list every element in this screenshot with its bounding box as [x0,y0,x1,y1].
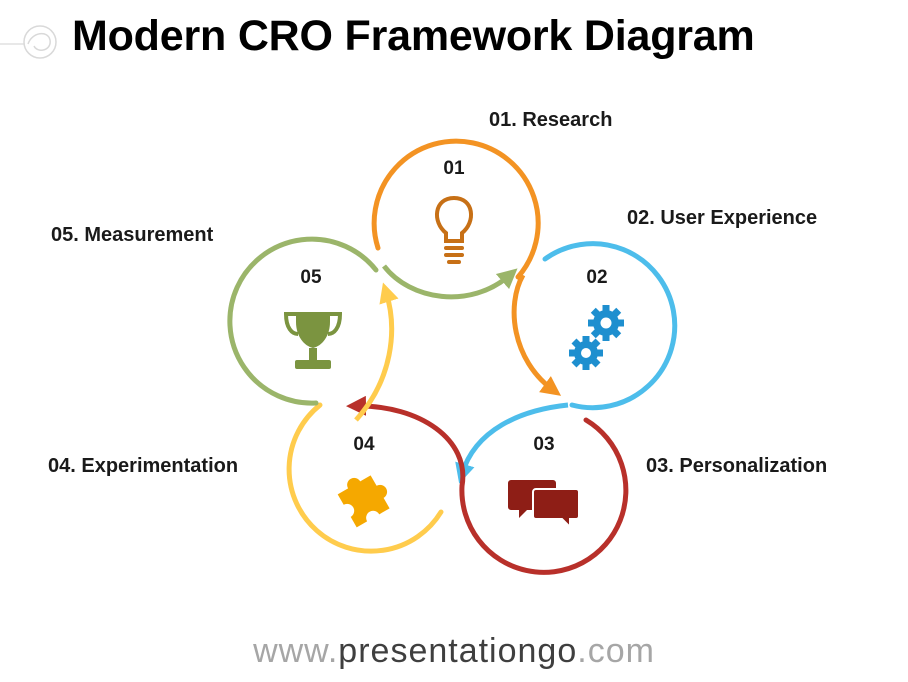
arrow-01-to-02 [511,273,562,396]
step-01-label: 01. Research [489,109,613,131]
step-01-number: 01 [443,158,465,179]
arrow-03-to-04 [346,395,466,487]
footer-domain: presentationgo [338,632,578,670]
footer-suffix: .com [577,632,655,670]
footer-website-url[interactable]: www.presentationgo.com [0,632,908,671]
page-title: Modern CRO Framework Diagram [72,12,755,60]
step-04-label: 04. Experimentation [48,455,239,477]
step-01-ring [371,138,541,280]
step-04-ring [286,402,444,554]
step-05-number: 05 [300,267,322,288]
logo-swirl-icon [0,25,57,59]
lightbulb-icon [435,195,473,264]
footer-prefix: www. [253,632,339,670]
arrow-05-to-01 [382,264,518,300]
step-02-ring [542,241,678,411]
chat-bubbles-icon [508,480,580,530]
step-05-label: 05. Measurement [51,224,214,246]
gears-icon [569,305,624,370]
step-02-number: 02 [586,267,607,288]
step-03-label: 03. Personalization [646,455,828,477]
step-03-number: 03 [533,434,554,455]
step-02-label: 02. User Experience [627,207,818,229]
arrow-02-to-03 [455,402,569,484]
step-05-ring [227,236,379,406]
step-04-number: 04 [353,434,375,455]
trophy-icon [283,312,343,369]
arrow-04-to-05 [354,282,399,422]
step-03-ring [459,417,629,575]
puzzle-piece-icon [337,475,390,528]
